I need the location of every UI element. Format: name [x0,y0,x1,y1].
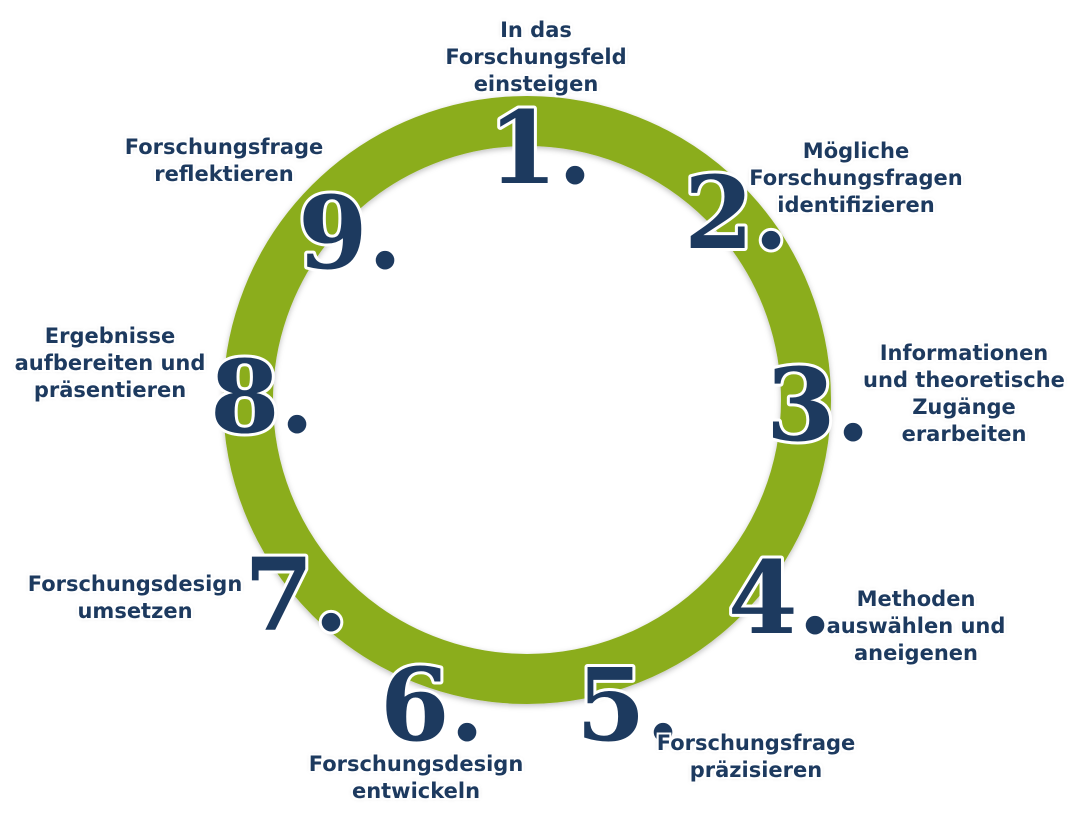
step-label-5: Forschungsfrage präzisieren [656,731,856,782]
step-label-1: In das Forschungsfeld einsteigen [445,18,627,96]
step-label-7: Forschungsdesign umsetzen [27,572,243,623]
step-number-5: 5. [576,646,680,764]
step-number-3: 3. [766,346,870,464]
step-label-2: Mögliche Forschungsfragen identifizieren [749,139,963,217]
step-label-3: Informationen und theoretische Zugänge e… [863,341,1065,446]
cycle-ring [223,96,831,704]
step-label-9: Forschungsfrage reflektieren [124,135,324,186]
step-label-4: Methoden auswählen und aneigenen [826,587,1006,665]
step-number-6: 6. [380,646,484,764]
step-number-7: 7. [244,536,348,654]
step-label-6: Forschungsdesign entwickeln [308,752,524,803]
step-number-4: 4. [728,539,832,657]
step-label-8: Ergebnisse aufbereiten und präsentieren [14,324,206,402]
step-number-2: 2. [684,154,788,272]
step-number-8: 8. [210,338,314,456]
step-number-1: 1. [488,89,592,207]
step-number-9: 9. [298,174,402,292]
